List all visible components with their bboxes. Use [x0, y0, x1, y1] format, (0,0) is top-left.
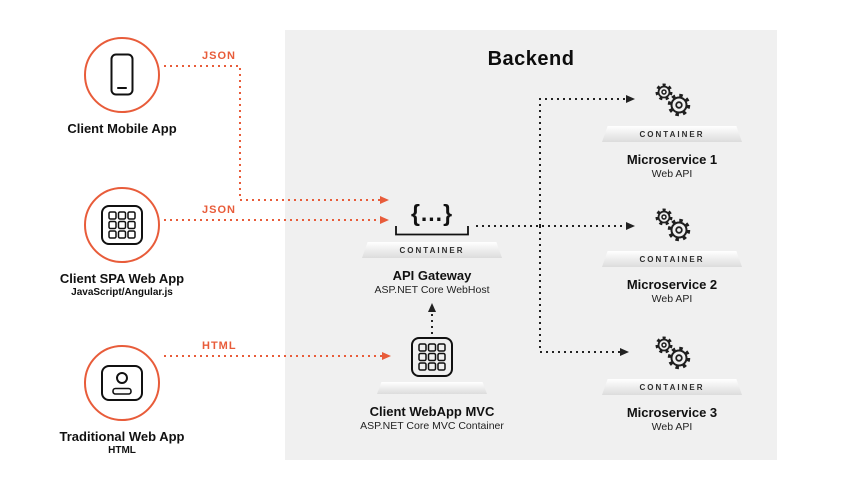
- edge-label-json-spa: JSON: [202, 204, 236, 216]
- browser-window-icon: [101, 365, 143, 401]
- microservice-2-subtitle: Web API: [651, 293, 693, 305]
- gears-icon: [655, 336, 691, 370]
- client-spa-badge: [84, 187, 160, 263]
- microservice-2-title: Microservice 2: [626, 277, 718, 292]
- backend-title: Backend: [487, 48, 575, 70]
- app-grid-icon: [411, 337, 453, 377]
- api-gateway-title: API Gateway: [392, 268, 472, 283]
- client-traditional-badge: [84, 345, 160, 421]
- api-gateway-container-platform: CONTAINER: [362, 242, 502, 258]
- microservice-3-title: Microservice 3: [626, 405, 718, 420]
- bracket-underline-icon: [395, 226, 469, 236]
- client-mobile-badge: [84, 37, 160, 113]
- microservice-3-subtitle: Web API: [651, 421, 693, 433]
- code-braces-icon: {...}: [410, 200, 454, 226]
- gears-icon: [655, 208, 691, 242]
- client-spa-title: Client SPA Web App: [59, 271, 185, 286]
- microservice-1-container-platform: CONTAINER: [602, 126, 742, 142]
- microservice-2-container-platform: CONTAINER: [602, 251, 742, 267]
- client-webapp-mvc-node: Client WebApp MVC ASP.NET Core MVC Conta…: [337, 336, 527, 432]
- client-spa-node: Client SPA Web App JavaScript/Angular.js: [37, 187, 207, 298]
- edge-label-json-mobile: JSON: [202, 50, 236, 62]
- client-traditional-subtitle: HTML: [108, 445, 136, 456]
- mobile-phone-icon: [110, 53, 134, 96]
- client-traditional-title: Traditional Web App: [59, 429, 185, 444]
- client-mobile-node: Client Mobile App: [37, 37, 207, 136]
- microservice-3-node: CONTAINER Microservice 3 Web API: [587, 333, 757, 433]
- client-mobile-title: Client Mobile App: [67, 121, 177, 136]
- mvc-title: Client WebApp MVC: [369, 404, 495, 419]
- microservice-1-subtitle: Web API: [651, 168, 693, 180]
- microservice-2-node: CONTAINER Microservice 2 Web API: [587, 205, 757, 305]
- mvc-platform: [377, 382, 487, 394]
- microservice-1-node: CONTAINER Microservice 1 Web API: [587, 80, 757, 180]
- api-gateway-subtitle: ASP.NET Core WebHost: [374, 284, 490, 296]
- app-grid-icon: [101, 205, 143, 245]
- microservice-3-container-platform: CONTAINER: [602, 379, 742, 395]
- client-spa-subtitle: JavaScript/Angular.js: [71, 287, 173, 298]
- client-traditional-node: Traditional Web App HTML: [37, 345, 207, 456]
- microservice-1-title: Microservice 1: [626, 152, 718, 167]
- api-gateway-node: {...} CONTAINER API Gateway ASP.NET Core…: [347, 200, 517, 296]
- edge-label-html-traditional: HTML: [202, 340, 237, 352]
- gears-icon: [655, 83, 691, 117]
- mvc-subtitle: ASP.NET Core MVC Container: [360, 420, 504, 432]
